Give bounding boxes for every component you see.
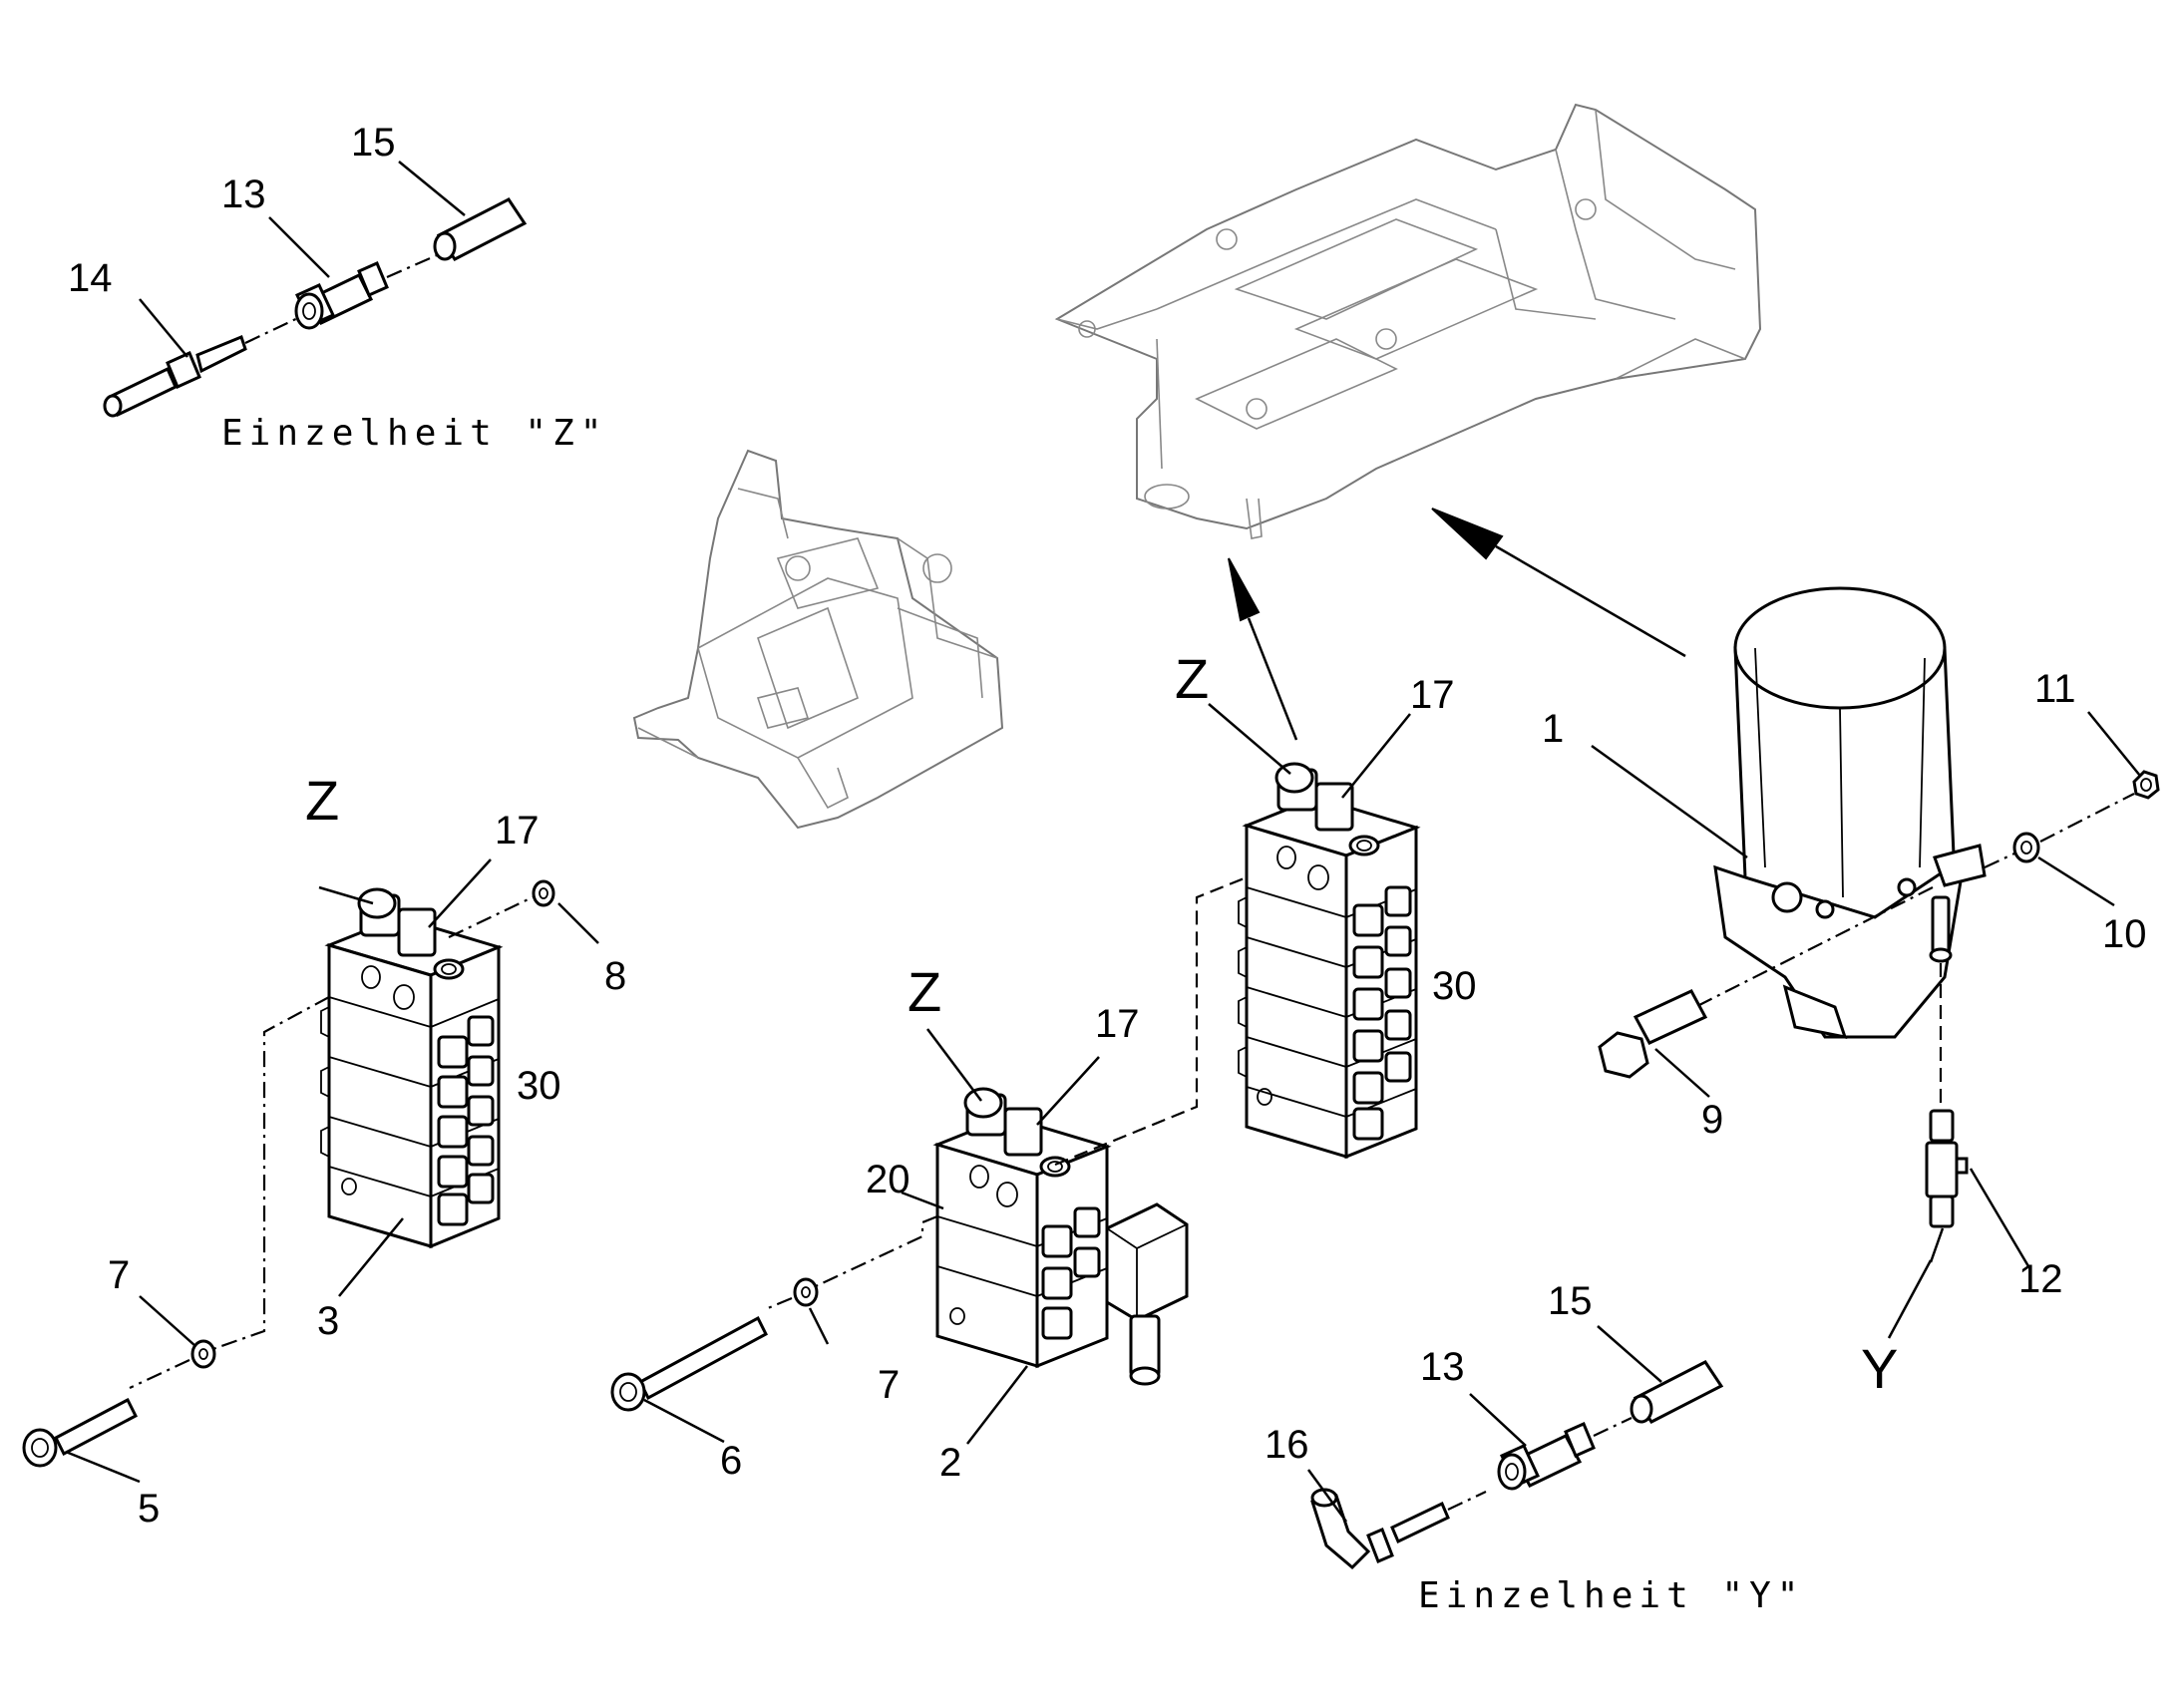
label-30-left: 30: [517, 1064, 561, 1108]
label-14: 14: [68, 256, 113, 300]
part-8-washer: [532, 879, 555, 907]
part-3-distributor-block: [320, 887, 504, 1249]
marker-z-center: Z: [908, 960, 941, 1023]
part-10-washer: [2012, 832, 2040, 863]
part-12-fitting: [1925, 1109, 1969, 1228]
label-7-center: 7: [878, 1363, 900, 1407]
detail-z-caption: Einzelheit "Z": [221, 413, 607, 454]
label-12: 12: [2018, 1257, 2063, 1301]
marker-z-left: Z: [305, 769, 339, 832]
label-1: 1: [1542, 707, 1564, 751]
detail-z-assembly: 14 13 15 Einzelheit "Z": [68, 121, 607, 454]
part-1-lubrication-pump: [1713, 586, 1987, 1039]
part-distributor-block-right: [1238, 762, 1421, 1160]
assembly-arrows: [1228, 508, 1686, 741]
label-11: 11: [2034, 667, 2076, 711]
label-17-center: 17: [1095, 1002, 1140, 1046]
marker-y: Y: [1861, 1337, 1898, 1400]
part-7-washer-center: [793, 1277, 819, 1307]
marker-z-right: Z: [1175, 647, 1209, 710]
label-7-left: 7: [108, 1253, 130, 1297]
label-13-y: 13: [1420, 1345, 1465, 1389]
label-8: 8: [604, 954, 626, 998]
part-13-fitting-y: [1497, 1422, 1596, 1491]
part-16-elbow: [1310, 1488, 1450, 1570]
part-2-distributor-block: [932, 1087, 1189, 1386]
part-15-hose-z: [433, 197, 528, 261]
part-5-bolt: [22, 1397, 138, 1468]
label-5: 5: [138, 1487, 160, 1531]
label-20: 20: [866, 1158, 910, 1201]
part-11-nut: [2132, 770, 2160, 800]
label-6: 6: [720, 1439, 742, 1483]
label-15-y: 15: [1548, 1279, 1593, 1323]
label-16: 16: [1265, 1423, 1309, 1467]
label-13-z: 13: [221, 172, 266, 216]
label-2: 2: [939, 1441, 961, 1485]
part-7-washer-left: [190, 1339, 216, 1369]
front-frame-grey: [632, 449, 1004, 830]
label-30-right: 30: [1432, 964, 1477, 1008]
label-17-right: 17: [1410, 673, 1455, 717]
part-14-nipple: [103, 335, 247, 418]
part-6-bolt: [610, 1315, 768, 1412]
label-10: 10: [2102, 912, 2147, 956]
label-3: 3: [317, 1299, 339, 1343]
detail-y-assembly: 16 13 15 Einzelheit "Y": [1265, 1279, 1804, 1616]
part-13-fitting-z: [294, 261, 389, 330]
rear-frame-grey: [1054, 103, 1762, 539]
label-15-z: 15: [351, 121, 396, 165]
label-9: 9: [1701, 1098, 1723, 1142]
part-9-bolt: [1598, 989, 1708, 1079]
detail-y-caption: Einzelheit "Y": [1418, 1575, 1804, 1616]
label-17-left: 17: [495, 809, 540, 853]
part-15-hose-y: [1630, 1360, 1724, 1424]
